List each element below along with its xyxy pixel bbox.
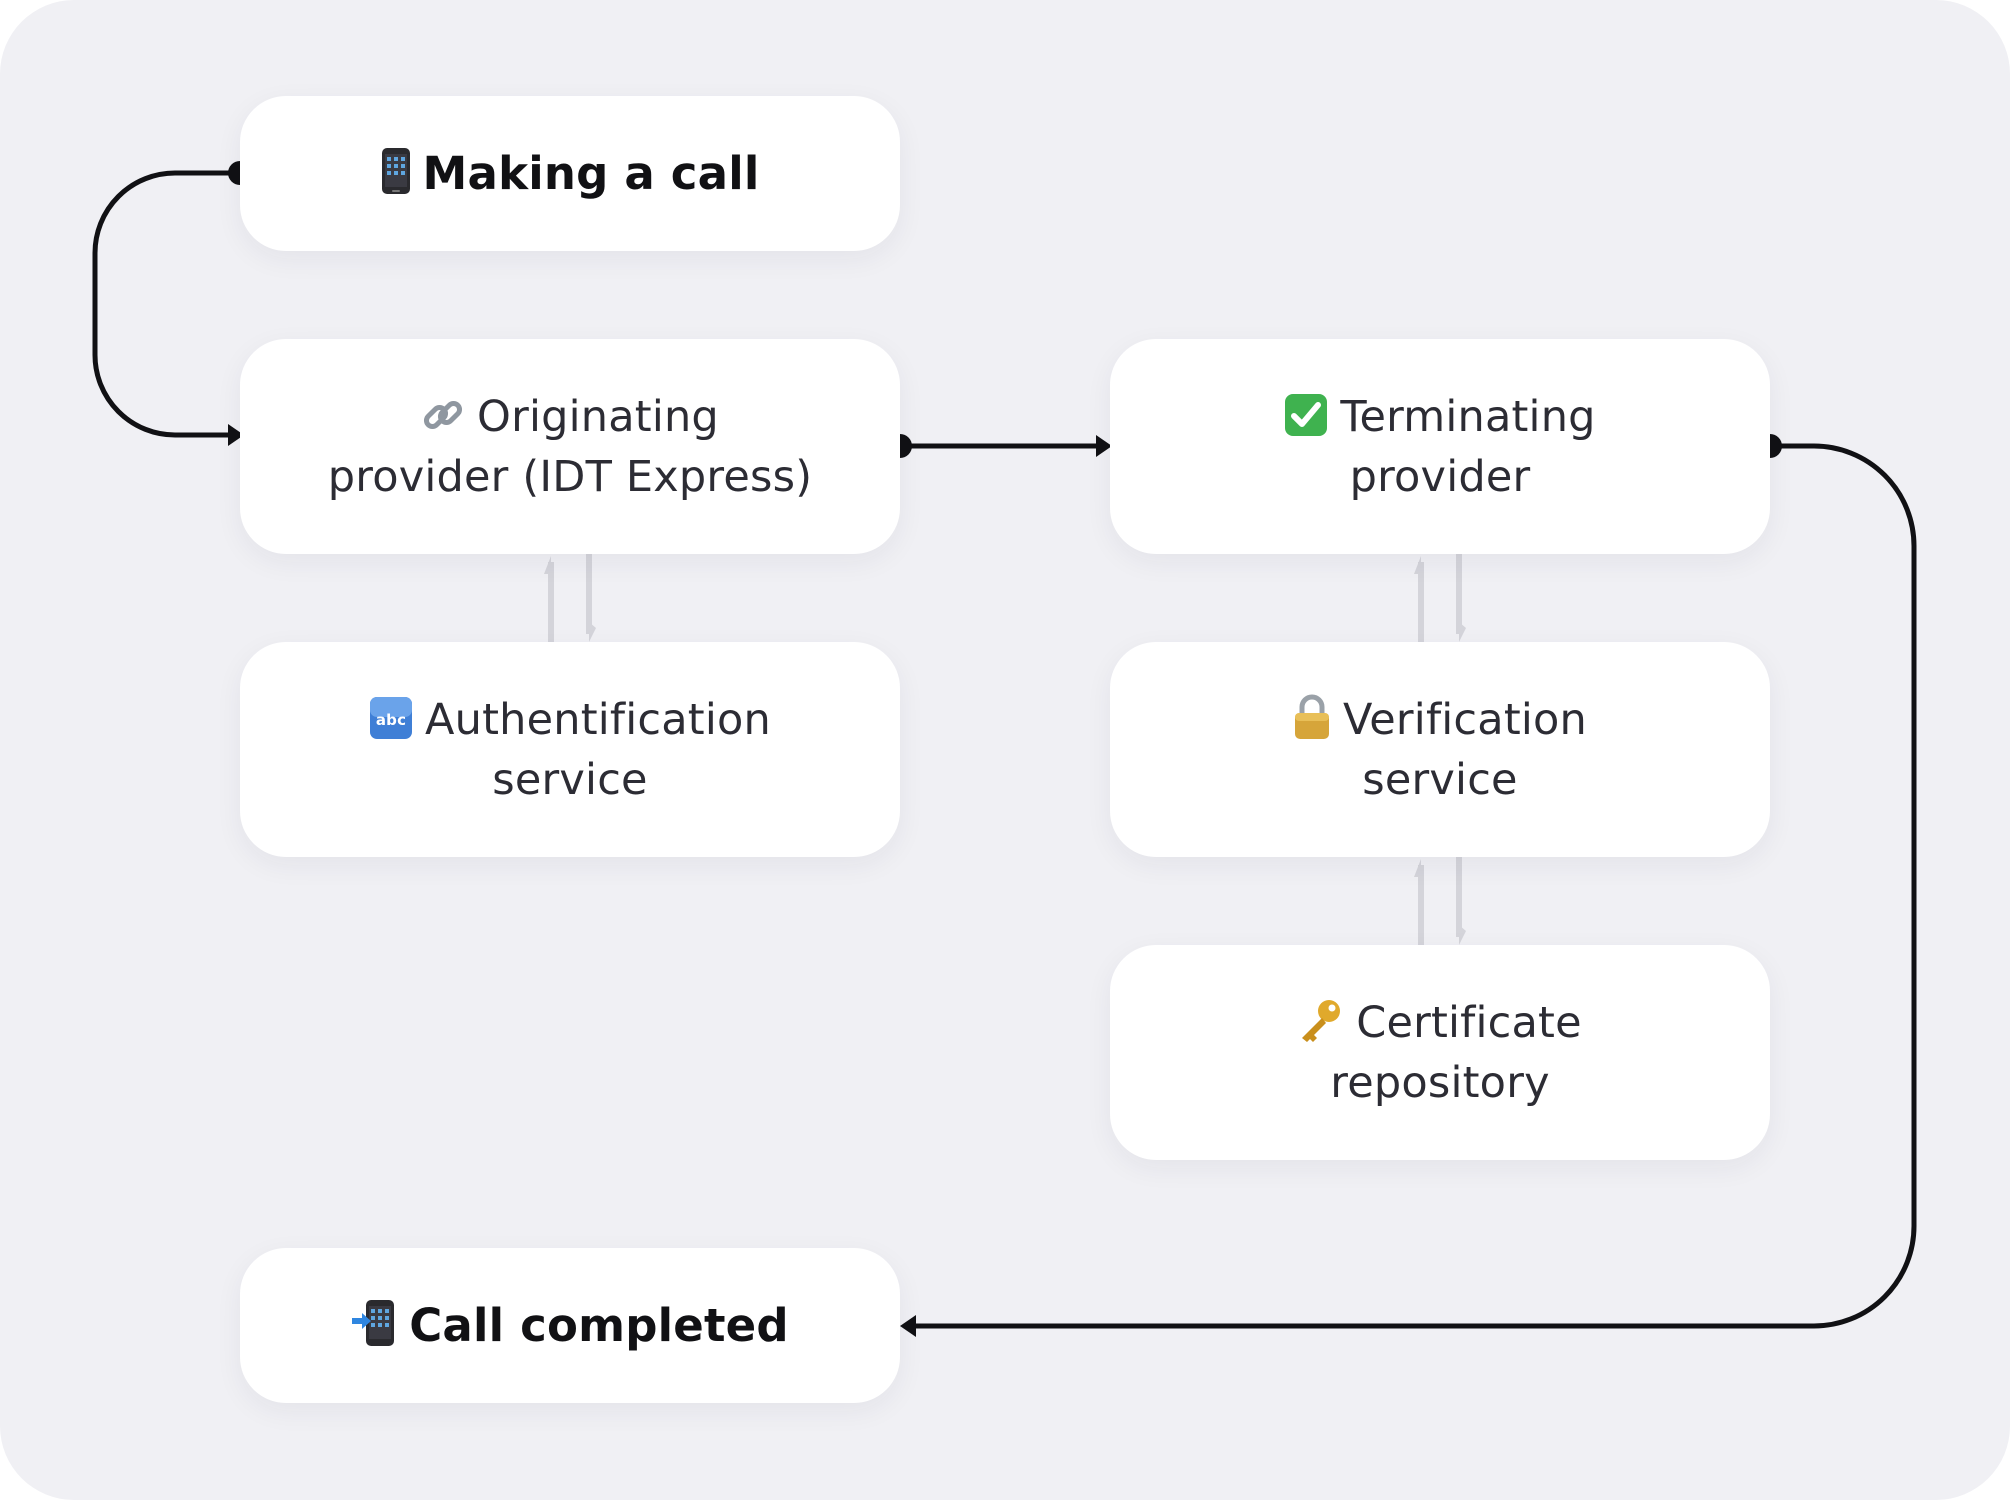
node-call-completed: Call completed bbox=[240, 1248, 900, 1403]
node-terminating-provider-line2: provider bbox=[1349, 451, 1531, 502]
node-verification-service-line2: service bbox=[1362, 754, 1518, 805]
node-originating-provider-line2: provider (IDT Express) bbox=[327, 451, 813, 502]
connector-verification-certificate bbox=[1414, 857, 1466, 945]
key-icon bbox=[1298, 997, 1344, 1043]
lock-icon bbox=[1293, 694, 1331, 740]
node-terminating-provider: Terminating provider bbox=[1110, 339, 1770, 554]
phone-arrow-icon bbox=[351, 1299, 397, 1347]
node-certificate-repository-line1: Certificate bbox=[1356, 997, 1582, 1048]
node-certificate-repository: Certificate repository bbox=[1110, 945, 1770, 1160]
connector-terminating-verification bbox=[1414, 554, 1466, 642]
node-making-a-call-label: Making a call bbox=[422, 146, 760, 200]
svg-text:abc: abc bbox=[376, 711, 406, 729]
node-authentification-service: abc Authentification service bbox=[240, 642, 900, 857]
node-call-completed-label: Call completed bbox=[409, 1298, 789, 1352]
check-mark-button-icon bbox=[1284, 393, 1328, 437]
node-authentification-service-line1: Authentification bbox=[425, 694, 771, 745]
node-originating-provider-line1: Originating bbox=[477, 391, 719, 442]
connector-making-call-originating bbox=[92, 161, 252, 446]
node-authentification-service-line2: service bbox=[492, 754, 648, 805]
mobile-phone-icon bbox=[381, 147, 411, 195]
connector-originating-authentication bbox=[544, 554, 596, 642]
node-verification-service: Verification service bbox=[1110, 642, 1770, 857]
connector-originating-terminating bbox=[888, 434, 1112, 458]
node-terminating-provider-line1: Terminating bbox=[1340, 391, 1596, 442]
node-verification-service-line1: Verification bbox=[1342, 694, 1587, 745]
node-certificate-repository-line2: repository bbox=[1330, 1057, 1550, 1108]
link-icon bbox=[421, 393, 465, 437]
node-making-a-call: Making a call bbox=[240, 96, 900, 251]
connector-terminating-call-completed bbox=[900, 434, 1917, 1337]
node-originating-provider: Originating provider (IDT Express) bbox=[240, 339, 900, 554]
abc-icon: abc bbox=[369, 696, 413, 740]
